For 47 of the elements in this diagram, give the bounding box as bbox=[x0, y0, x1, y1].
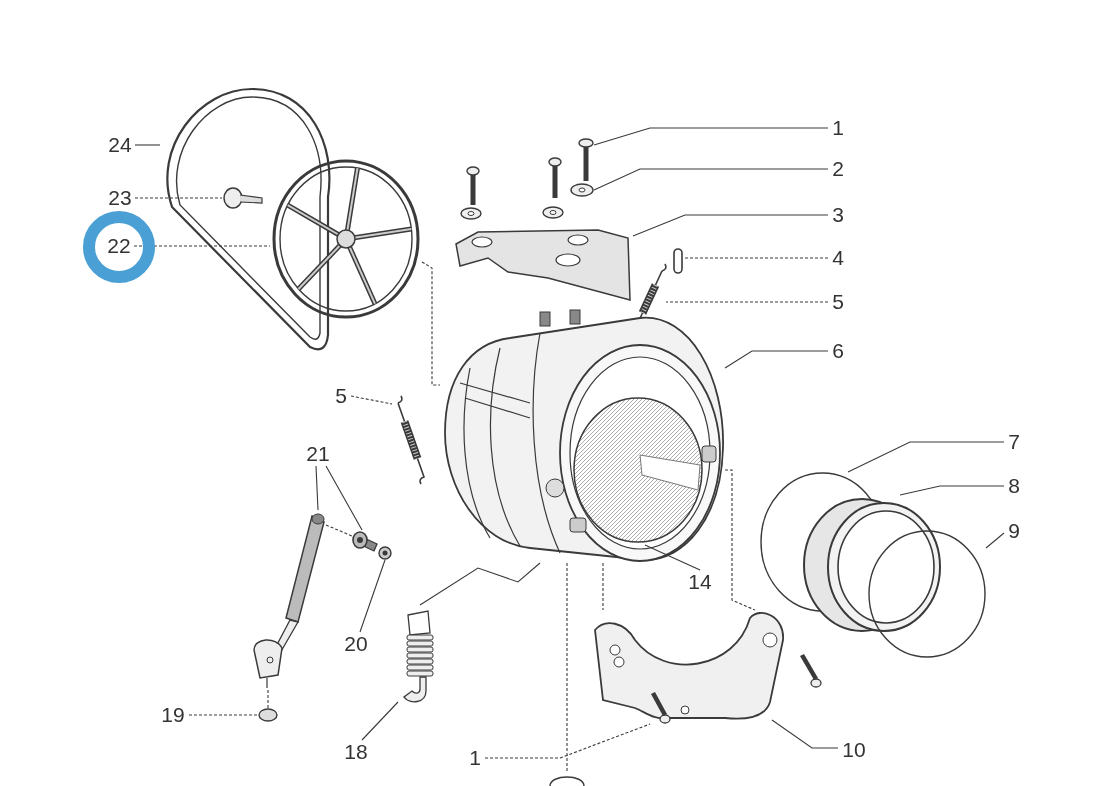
leader-line bbox=[593, 168, 829, 191]
callout-number: 4 bbox=[828, 246, 848, 270]
leader-line bbox=[847, 441, 1005, 473]
leader-line bbox=[134, 144, 161, 146]
assembly-line bbox=[724, 469, 756, 611]
callout-number: 5 bbox=[828, 290, 848, 314]
leader-line bbox=[325, 465, 363, 531]
leader-line bbox=[315, 465, 319, 511]
callout-number: 1 bbox=[465, 746, 485, 770]
leader-line bbox=[724, 350, 829, 369]
leader-line bbox=[361, 701, 399, 741]
leader-line bbox=[899, 485, 1005, 496]
callout-number: 18 bbox=[340, 740, 372, 764]
callout-number: 8 bbox=[1004, 474, 1024, 498]
leader-line bbox=[985, 532, 1005, 549]
leader-line bbox=[133, 245, 271, 247]
leader-line bbox=[188, 714, 259, 716]
callout-number: 22 bbox=[104, 234, 134, 258]
leader-line bbox=[350, 395, 393, 405]
callout-number: 20 bbox=[340, 632, 372, 656]
callout-number: 19 bbox=[157, 703, 189, 727]
assembly-line bbox=[419, 562, 541, 606]
callout-number: 5 bbox=[331, 384, 351, 408]
leader-line bbox=[632, 214, 829, 237]
callout-number: 23 bbox=[105, 186, 135, 210]
leader-line bbox=[644, 544, 701, 571]
callout-number: 2 bbox=[828, 157, 848, 181]
assembly-line bbox=[267, 689, 269, 709]
assembly-line bbox=[421, 261, 441, 386]
leader-line bbox=[359, 559, 386, 633]
callout-number: 21 bbox=[303, 442, 333, 466]
callout-number: 24 bbox=[105, 133, 135, 157]
assembly-line bbox=[325, 524, 353, 537]
callout-number: 6 bbox=[828, 339, 848, 363]
leader-line bbox=[771, 719, 839, 749]
callout-number: 10 bbox=[838, 738, 870, 762]
assembly-line bbox=[602, 562, 604, 611]
callout-number: 9 bbox=[1004, 519, 1024, 543]
callout-number: 7 bbox=[1004, 430, 1024, 454]
leader-line bbox=[683, 257, 829, 259]
callout-number: 3 bbox=[828, 203, 848, 227]
callout-number: 1 bbox=[828, 116, 848, 140]
callout-number: 14 bbox=[684, 570, 716, 594]
leader-line bbox=[484, 723, 651, 759]
leader-line bbox=[665, 301, 829, 303]
leader-line bbox=[593, 127, 829, 146]
leader-line bbox=[134, 197, 223, 199]
